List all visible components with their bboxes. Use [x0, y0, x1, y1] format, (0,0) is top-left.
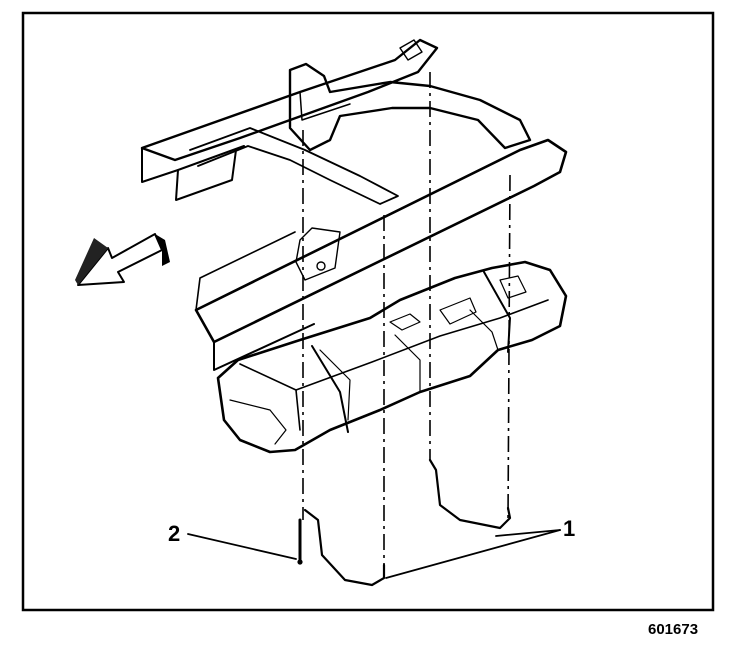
diagram-border [21, 11, 715, 612]
figure-id: 601673 [648, 621, 698, 638]
fuel-tank-straps [303, 458, 512, 587]
leader-lines [187, 529, 561, 579]
strap-bolt [297, 518, 303, 565]
callout-2-label: 2 [168, 521, 180, 546]
alignment-lines [302, 72, 511, 575]
frame-rails [140, 38, 568, 371]
fuel-tank [216, 260, 568, 454]
callout-1-label: 1 [563, 516, 575, 541]
front-direction-arrow [75, 233, 170, 286]
